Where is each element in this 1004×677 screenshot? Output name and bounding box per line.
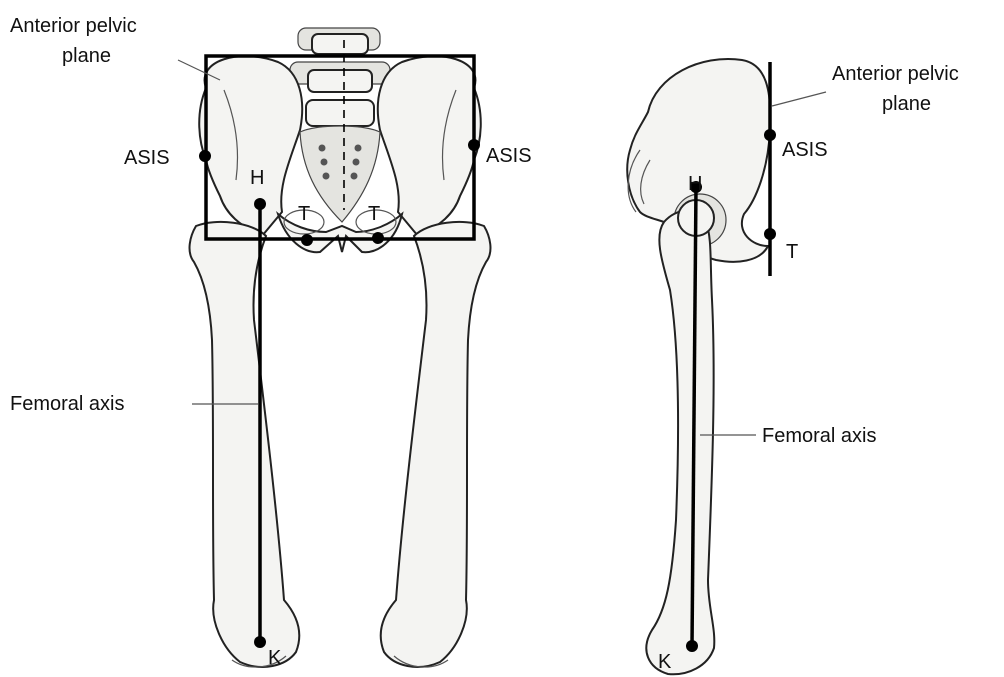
tubercle-right-point [372,232,384,244]
hip-center-point [254,198,266,210]
tubercle-left-label: T [298,203,310,225]
lumbar-spine [290,28,390,126]
tubercle-left-point [301,234,313,246]
asis-right-point [468,139,480,151]
asis-left-point [199,150,211,162]
lateral-tubercle-label: T [786,241,798,263]
lateral-femoral-axis-label: Femoral axis [762,425,876,447]
lateral-hip-label: H [688,173,702,195]
asis-left-label: ASIS [124,147,170,169]
lateral-femur [646,211,714,675]
knee-label: K [268,647,282,669]
left-femur [190,222,300,667]
front-view: Anterior pelvic plane ASIS ASIS H T T Fe… [10,15,532,669]
left-ilium [199,56,302,236]
lateral-knee-label: K [658,651,672,673]
hip-label: H [250,167,264,189]
lateral-asis-label: ASIS [782,139,828,161]
plane-label-line1: Anterior pelvic [10,15,137,37]
right-femur [381,222,491,667]
knee-point [254,636,266,648]
lateral-plane-label-line1: Anterior pelvic [832,63,959,85]
femoral-axis-label: Femoral axis [10,393,124,415]
asis-right-label: ASIS [486,145,532,167]
lateral-asis-point [764,129,776,141]
tubercle-right-label: T [368,203,380,225]
lateral-knee-point [686,640,698,652]
side-view: Anterior pelvic plane ASIS H T Femoral a… [627,59,958,674]
lateral-plane-label-line2: plane [882,93,931,115]
lateral-plane-leader-line [772,92,826,106]
lateral-tubercle-point [764,228,776,240]
right-ilium [378,56,481,236]
plane-label-line2: plane [62,45,111,67]
